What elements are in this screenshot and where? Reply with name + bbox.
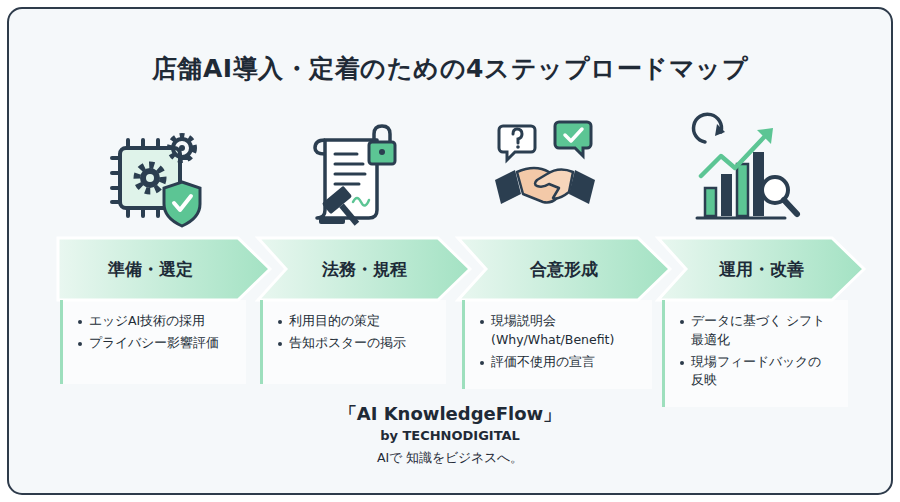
step-chevron: 法務・規程: [258, 238, 470, 300]
document-icon-part: [315, 140, 325, 154]
document-icon-part: [322, 186, 368, 233]
document-icon-part: [335, 154, 365, 184]
growth-chart-icon-part: [701, 134, 767, 176]
growth-chart-icon-part: [784, 200, 797, 214]
document-icon-part: [353, 198, 369, 206]
step-chevron: 準備・選定: [58, 238, 270, 300]
chevron-label-holder: 準備・選定: [62, 238, 238, 300]
step-detail-box: 現場説明会 (Why/What/Benefit) 評価不使用の宣言: [462, 300, 652, 389]
document-icon-part: [319, 218, 345, 224]
chevron-outline: [58, 238, 270, 300]
chip-icon-part: [164, 182, 200, 226]
growth-chart-icon-part: [705, 188, 716, 216]
handshake-icon-part: [499, 126, 535, 160]
growth-chart-icon-part: [721, 174, 732, 216]
step-detail-box: データに基づく シフト最適化現場フィードバックの 反映: [662, 300, 848, 407]
diagram-title: 店舗AI導入・定着のための4ステップロードマップ: [0, 52, 900, 85]
chevron-label-holder: 合意形成: [490, 238, 638, 300]
step-label: 法務・規程: [322, 258, 407, 281]
step-chevron: 合意形成: [458, 238, 670, 300]
handshake-icon-part: [555, 122, 591, 156]
document-icon: [315, 126, 395, 233]
document-icon-part: [369, 142, 395, 164]
document-icon-part-part: [335, 153, 357, 156]
handshake-icon: [495, 122, 595, 204]
handshake-icon-part: [535, 169, 573, 198]
chip-icon-part: [140, 168, 160, 188]
bullet-item: プライバシー影響評価: [77, 334, 238, 353]
chip-icon: [112, 136, 200, 226]
chip-icon-part-part: [179, 145, 185, 151]
brand-tagline: AIで 知識をビジネスへ。: [0, 450, 900, 467]
growth-chart-icon-part: [737, 164, 748, 216]
handshake-icon-part: [516, 145, 520, 149]
chevron-outline: [258, 238, 470, 300]
chip-icon-part: [170, 136, 194, 160]
handshake-icon-part: [565, 129, 582, 141]
bullet-item: 告知ポスターの掲示: [277, 334, 438, 353]
chevron-outline: [458, 238, 670, 300]
step-detail-box: 利用目的の策定告知ポスターの掲示: [260, 300, 446, 384]
chevron-label-holder: 運用・改善: [690, 238, 832, 300]
chip-icon-part-part: [173, 139, 191, 157]
chevron-outline: [658, 238, 864, 300]
bullet-item: 現場説明会 (Why/What/Benefit): [479, 312, 644, 350]
growth-chart-icon-part: [757, 128, 773, 144]
step-label: 準備・選定: [108, 258, 193, 281]
bullet-list: データに基づく シフト最適化現場フィードバックの 反映: [665, 300, 837, 403]
bullet-item: 評価不使用の宣言: [479, 353, 644, 372]
bullet-list: エッジAI技術の採用プライバシー影響評価: [63, 300, 246, 366]
chip-icon-part-part: [170, 136, 194, 160]
document-icon-part: [379, 149, 385, 155]
brand-company: by TECHNODIGITAL: [0, 428, 900, 443]
document-icon-part-part: [335, 183, 359, 186]
growth-chart-icon-part: [715, 124, 725, 136]
step-chevron: 運用・改善: [658, 238, 864, 300]
document-icon-part-part: [335, 173, 365, 176]
bullet-item: 利用目的の策定: [277, 312, 438, 331]
step-detail-box: エッジAI技術の採用プライバシー影響評価: [60, 300, 246, 384]
chevron-label-holder: 法務・規程: [290, 238, 438, 300]
growth-chart-icon-part: [697, 217, 785, 220]
brand-name: 「AI KnowledgeFlow」: [0, 402, 900, 426]
chip-icon-part: [137, 165, 163, 191]
bullet-item: エッジAI技術の採用: [77, 312, 238, 331]
chip-icon-part: [174, 196, 191, 210]
bullet-item: 現場フィードバックの 反映: [679, 353, 829, 391]
step-label: 合意形成: [530, 258, 598, 281]
bullet-item: データに基づく シフト最適化: [679, 312, 829, 350]
document-icon-part: [374, 126, 390, 142]
bullet-list: 現場説明会 (Why/What/Benefit) 評価不使用の宣言: [465, 300, 652, 384]
bullet-list: 利用目的の策定告知ポスターの掲示: [263, 300, 446, 366]
growth-chart-icon: [694, 114, 797, 218]
chip-icon-part: [146, 174, 154, 182]
step-label: 運用・改善: [719, 258, 804, 281]
handshake-icon-part: [513, 129, 522, 143]
document-icon-part-part: [335, 163, 363, 166]
